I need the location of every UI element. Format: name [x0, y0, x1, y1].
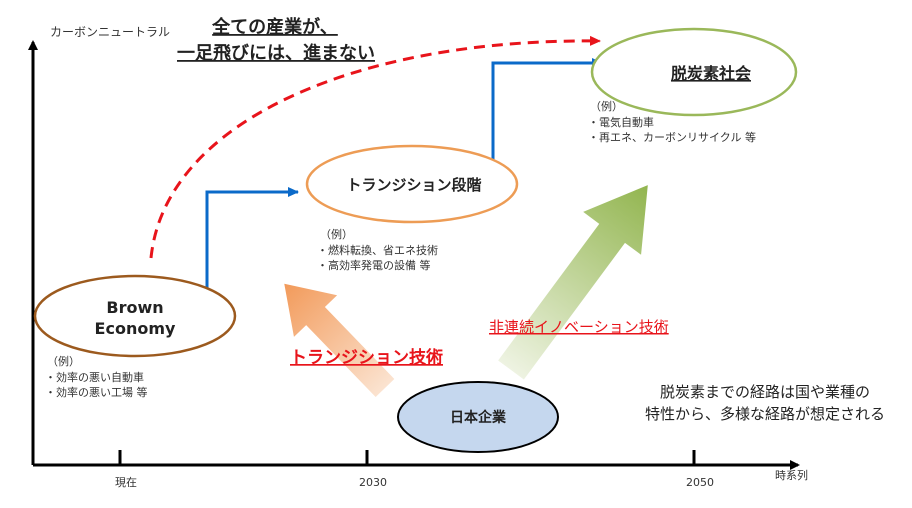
note-line1: 脱炭素までの経路は国や業種の: [660, 383, 870, 401]
brown-economy-ellipse: [33, 274, 237, 358]
transition-example-header: （例）: [320, 227, 353, 241]
step-arrow-1: [205, 187, 299, 305]
decarbonized-society-ellipse: [590, 27, 798, 117]
tick-label-now: 現在: [115, 476, 137, 489]
innovation-arrow: [498, 185, 648, 380]
note-line2: 特性から、多様な経路が想定される: [645, 405, 885, 423]
transition-example: ・高効率発電の設備 等: [317, 258, 431, 272]
tick-label-2050: 2050: [686, 476, 714, 489]
transition-tech-label: トランジション技術: [290, 347, 443, 368]
x-axis-label: 時系列: [775, 468, 808, 482]
headline-line1: 全ての産業が、: [211, 16, 338, 38]
leap-dashed-arrow: [149, 35, 601, 259]
brown-economy-line1: Brown: [106, 298, 163, 317]
brown-economy-line2: Economy: [95, 319, 176, 338]
innovation-tech-label: 非連続イノベーション技術: [489, 318, 669, 336]
decarbonized-example: ・電気自動車: [588, 115, 654, 129]
step-arrow-2: [491, 58, 603, 177]
headline-line2: 一足飛びには、進まない: [177, 42, 375, 64]
decarbonized-example: ・再エネ、カーボンリサイクル 等: [588, 130, 756, 144]
japanese-companies-label: 日本企業: [450, 409, 507, 426]
decarbonized-society-label: 脱炭素社会: [671, 64, 751, 83]
transition-stage-label: トランジション段階: [346, 176, 481, 194]
transition-stage-ellipse: [305, 144, 519, 224]
brown-example: ・効率の悪い自動車: [45, 370, 144, 384]
transition-tech-arrow: [284, 283, 395, 398]
brown-example-header: （例）: [47, 354, 80, 368]
y-axis-label: カーボンニュートラル: [50, 25, 170, 39]
japanese-companies-ellipse: [397, 381, 559, 453]
tick-label-2030: 2030: [359, 476, 387, 489]
brown-example: ・効率の悪い工場 等: [45, 385, 148, 399]
decarbonized-example-header: （例）: [590, 99, 623, 113]
transition-example: ・燃料転換、省エネ技術: [317, 243, 438, 257]
